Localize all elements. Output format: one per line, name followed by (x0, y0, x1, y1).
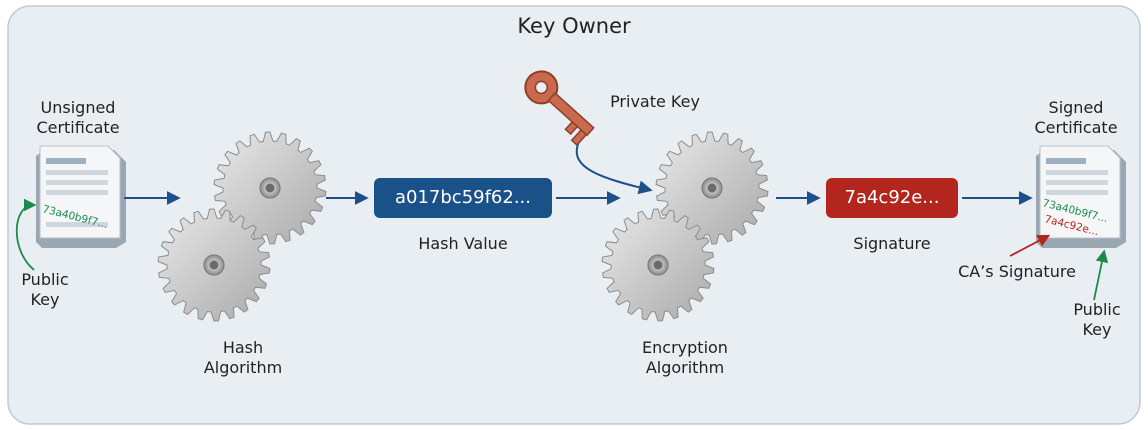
signed-certificate-document-icon: 73a40b9f7... 7a4c92e... (1036, 145, 1126, 248)
ca-signature-arrow (1009, 234, 1051, 257)
gear-icon (157, 208, 271, 322)
hash-algorithm-gears (157, 131, 327, 322)
signature-pill: 7a4c92e... (826, 178, 958, 218)
signed-certificate-label: Signed Certificate (1034, 98, 1118, 137)
private-key-icon (524, 70, 595, 147)
gear-icon (601, 208, 715, 322)
hash-value-pill: a017bc59f62... (374, 178, 552, 218)
hash-algorithm-label: Hash Algorithm (203, 338, 283, 377)
signature-label: Signature (853, 234, 931, 253)
arrow-private-key-to-encryption (575, 143, 653, 195)
unsigned-public-key-label: Public Key (21, 270, 69, 309)
private-key-label: Private Key (610, 92, 700, 111)
encryption-algorithm-label: Encryption Algorithm (642, 338, 728, 377)
unsigned-certificate-document-icon: 73a40b9f7... (36, 145, 126, 248)
unsigned-public-key-arrow (15, 198, 37, 271)
signed-public-key-arrow (1093, 249, 1109, 301)
diagram-title: Key Owner (517, 14, 631, 38)
unsigned-certificate-label: Unsigned Certificate (36, 98, 120, 137)
ca-signature-label: CA’s Signature (958, 262, 1076, 281)
encryption-algorithm-gears (601, 131, 769, 322)
signed-public-key-label: Public Key (1073, 300, 1121, 339)
key-owner-panel (7, 5, 1141, 425)
hash-value-label: Hash Value (418, 234, 508, 253)
